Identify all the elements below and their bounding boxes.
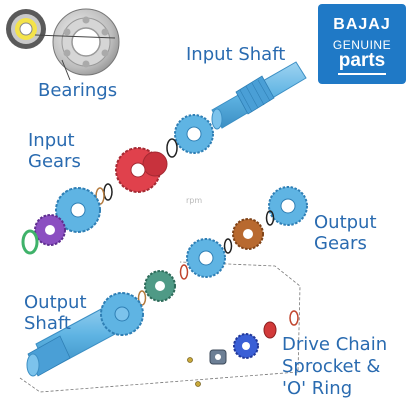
label-input-gears-line-1: Input	[28, 130, 75, 151]
label-input-gears-line-2: Gears	[28, 151, 81, 172]
assembly-outline-dashed	[19, 261, 301, 393]
badge-underline	[338, 73, 386, 75]
bearing-leader-line	[34, 34, 116, 39]
label-input-gears: Input Gears	[28, 130, 81, 172]
bajaj-genuine-parts-logo: BAJAJ GENUINE parts	[318, 4, 406, 84]
circlip	[166, 138, 178, 158]
label-output-gears-line-2: Gears	[314, 233, 367, 254]
label-input-shaft: Input Shaft	[186, 44, 286, 65]
green-washer	[21, 229, 39, 255]
label-drive-chain-sprocket: Drive Chain Sprocket & 'O' Ring	[282, 334, 387, 400]
output-gear-blue-top	[268, 186, 308, 226]
input-gear-blue-small	[174, 114, 214, 154]
input-gear-purple	[34, 214, 66, 246]
output-gear-teal	[144, 270, 176, 302]
rpm-watermark: rpm	[186, 196, 203, 205]
bearing-leader-line	[61, 59, 71, 81]
label-drive-chain-line-3: 'O' Ring	[282, 378, 353, 399]
label-output-shaft-line-1: Output	[24, 292, 87, 313]
o-ring	[289, 310, 299, 326]
label-output-gears-line-1: Output	[314, 212, 377, 233]
o-ring-red	[263, 321, 277, 339]
badge-parts: parts	[338, 50, 386, 71]
input-gear-red	[115, 147, 168, 193]
output-gear-blue-middle	[186, 238, 226, 278]
label-output-shaft: Output Shaft	[24, 292, 87, 334]
label-output-shaft-line-2: Shaft	[24, 313, 71, 334]
small-bolt	[195, 381, 201, 387]
washer	[265, 210, 275, 226]
large-bearing	[52, 8, 120, 76]
washer	[223, 238, 233, 254]
drive-chain-sprocket	[233, 333, 259, 359]
lock-plate	[209, 349, 227, 365]
label-drive-chain-line-1: Drive Chain	[282, 334, 388, 355]
input-gear-blue-large	[55, 187, 101, 233]
washer	[103, 183, 113, 201]
badge-genuine: GENUINE	[332, 38, 392, 52]
washer	[179, 264, 189, 280]
label-drive-chain-line-2: Sprocket &	[282, 356, 381, 377]
label-output-gears: Output Gears	[314, 212, 377, 254]
output-gear-brown	[232, 218, 264, 250]
output-shaft	[26, 292, 144, 377]
input-shaft	[211, 61, 307, 130]
badge-brand: BAJAJ	[333, 16, 391, 33]
small-bearing	[6, 9, 46, 49]
small-bolt	[187, 357, 193, 363]
label-bearings: Bearings	[38, 80, 118, 101]
